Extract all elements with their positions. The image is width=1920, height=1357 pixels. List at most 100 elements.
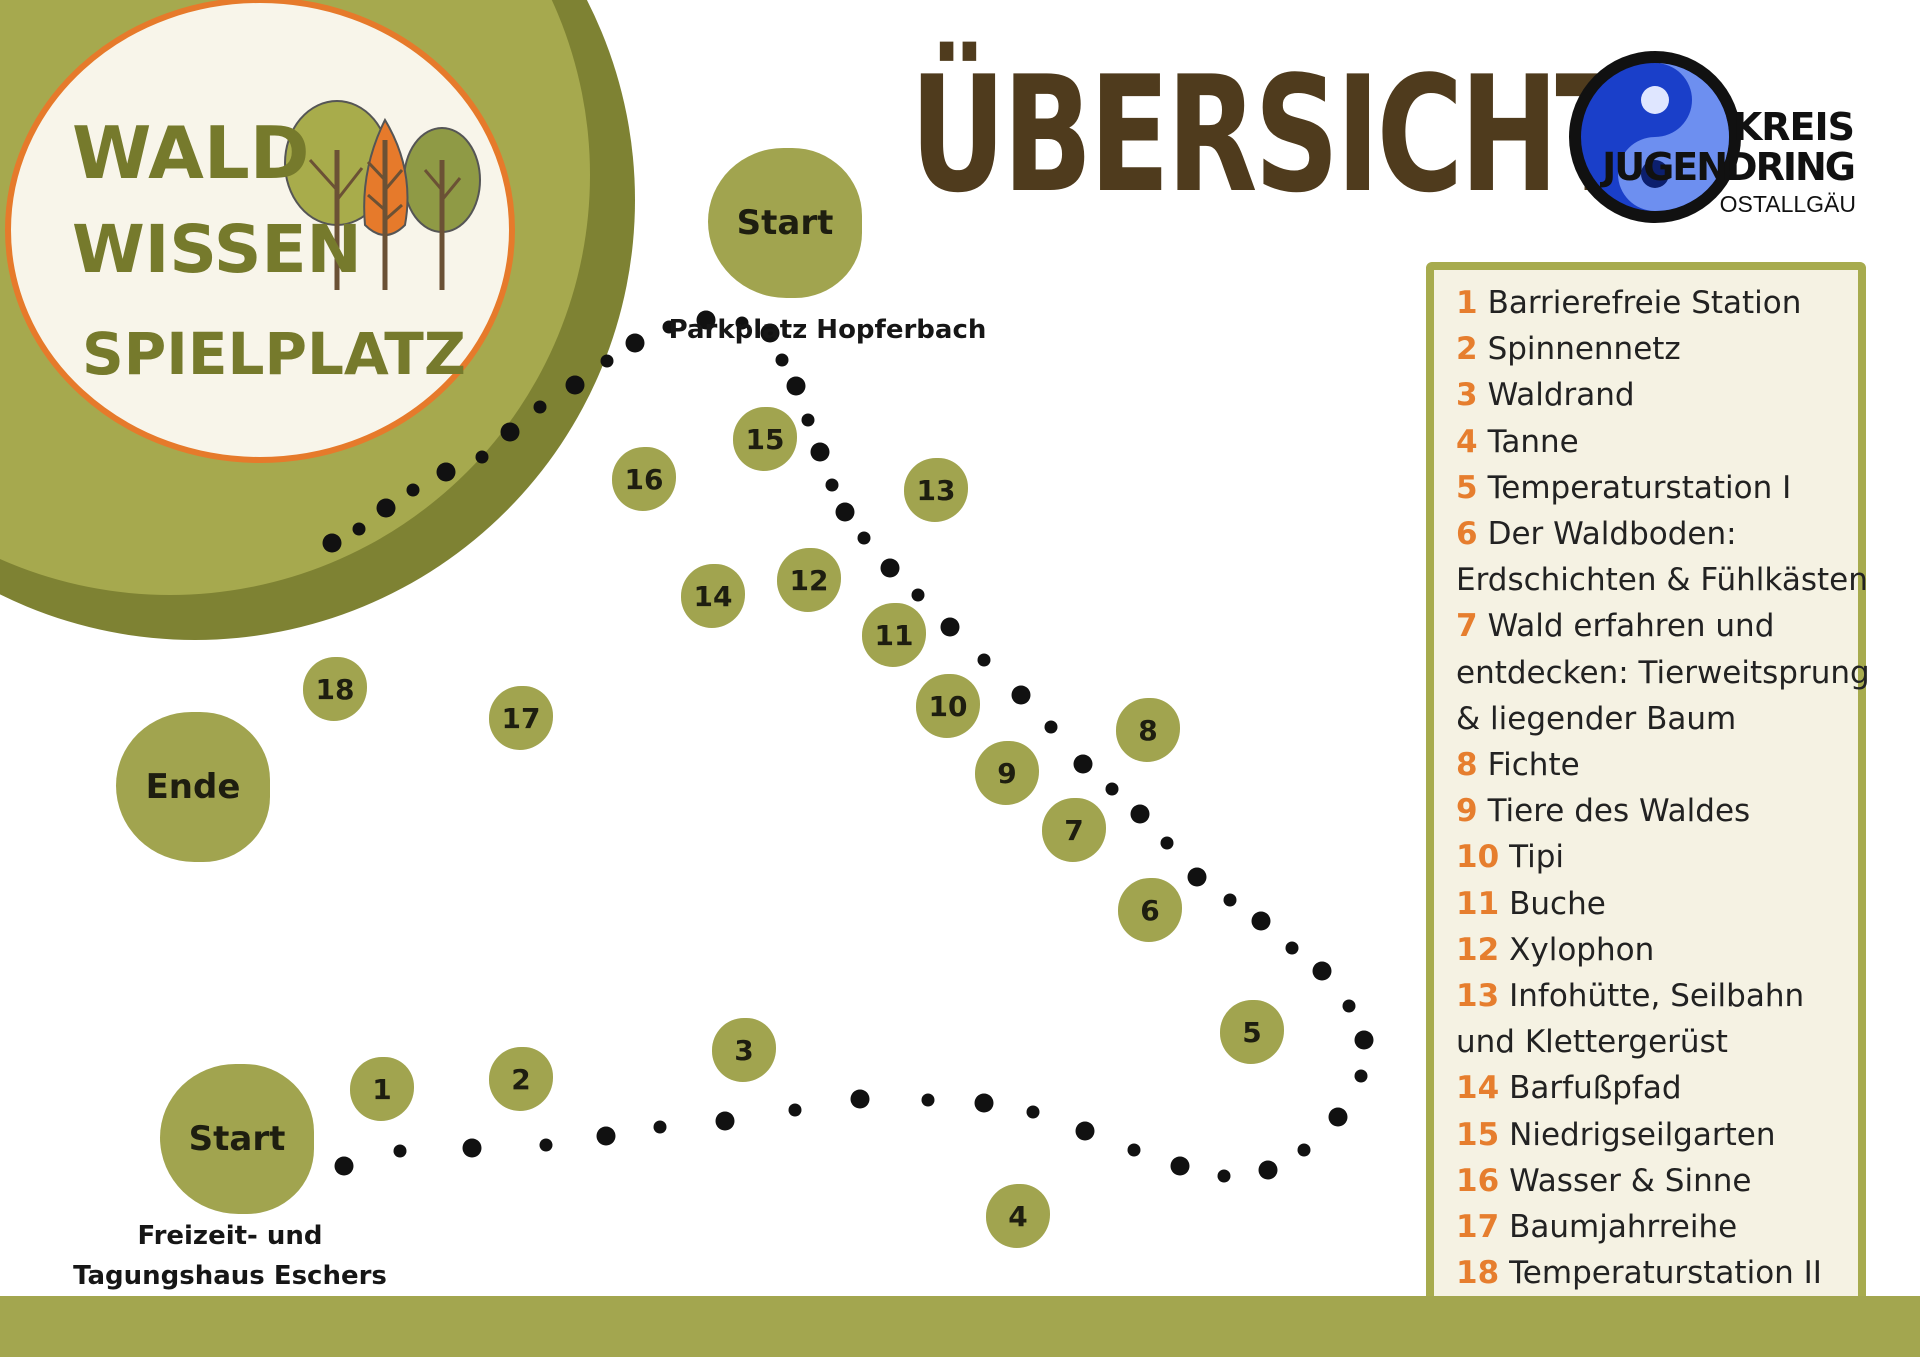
station-number: 17 bbox=[501, 701, 541, 735]
route-dot bbox=[322, 533, 342, 553]
bottom-band bbox=[0, 1296, 1920, 1357]
route-dot bbox=[1044, 720, 1058, 734]
logo-line-3: SPIELPLATZ bbox=[82, 320, 466, 388]
station-number: 3 bbox=[734, 1033, 754, 1067]
route-dot bbox=[596, 1126, 616, 1146]
station-17[interactable]: 17 bbox=[489, 686, 553, 750]
route-dot bbox=[788, 1103, 802, 1117]
route-dot bbox=[911, 588, 925, 602]
route-dot bbox=[735, 316, 749, 330]
station-number: 4 bbox=[1008, 1199, 1028, 1233]
route-dot bbox=[857, 531, 871, 545]
legend-text: Temperaturstation II bbox=[1509, 1255, 1822, 1292]
route-dot bbox=[1328, 1107, 1348, 1127]
route-dot bbox=[393, 1144, 407, 1158]
legend-number: 10 bbox=[1456, 839, 1500, 876]
start-top-caption: Parkplatz Hopferbach bbox=[668, 315, 987, 345]
route-dot bbox=[1312, 961, 1332, 981]
station-number: 2 bbox=[511, 1062, 531, 1096]
station-18[interactable]: 18 bbox=[303, 657, 367, 721]
station-11[interactable]: 11 bbox=[862, 603, 926, 667]
route-dot bbox=[921, 1093, 935, 1107]
start-bottom-label: Start bbox=[188, 1119, 286, 1159]
station-number: 16 bbox=[624, 462, 664, 496]
route-dot bbox=[825, 478, 839, 492]
route-dot bbox=[1258, 1160, 1278, 1180]
route-path bbox=[322, 310, 1374, 1183]
legend-number: 17 bbox=[1456, 1209, 1500, 1246]
trees-icon bbox=[284, 100, 481, 290]
legend-number: 6 bbox=[1456, 516, 1478, 553]
end-label: Ende bbox=[145, 767, 241, 807]
route-dot bbox=[500, 422, 520, 442]
station-12[interactable]: 12 bbox=[777, 548, 841, 612]
route-dot bbox=[775, 353, 789, 367]
route-dot bbox=[1075, 1121, 1095, 1141]
legend-number: 5 bbox=[1456, 469, 1478, 506]
station-number: 12 bbox=[789, 563, 829, 597]
legend-text: Spinnennetz bbox=[1487, 331, 1681, 368]
route-dot bbox=[1170, 1156, 1190, 1176]
station-16[interactable]: 16 bbox=[612, 447, 676, 511]
legend-text: Der Waldboden: Erdschichten & Fühlkästen bbox=[1456, 516, 1868, 599]
route-dot bbox=[880, 558, 900, 578]
station-10[interactable]: 10 bbox=[916, 674, 980, 738]
station-number: 7 bbox=[1064, 813, 1084, 847]
legend-text: Tipi bbox=[1509, 839, 1565, 876]
station-15[interactable]: 15 bbox=[733, 407, 797, 471]
route-dot bbox=[662, 320, 676, 334]
station-3[interactable]: 3 bbox=[712, 1018, 776, 1082]
station-6[interactable]: 6 bbox=[1118, 878, 1182, 942]
legend-number: 11 bbox=[1456, 885, 1500, 922]
start-bottom-caption: Freizeit- und Tagungshaus Eschers bbox=[50, 1216, 410, 1296]
page-title: ÜBERSICHT bbox=[910, 41, 1636, 228]
station-number: 11 bbox=[874, 618, 914, 652]
legend-text: Wasser & Sinne bbox=[1509, 1162, 1752, 1199]
route-dot bbox=[1285, 941, 1299, 955]
station-number: 5 bbox=[1242, 1015, 1262, 1049]
route-dot bbox=[715, 1111, 735, 1131]
station-2[interactable]: 2 bbox=[489, 1047, 553, 1111]
route-dot bbox=[835, 502, 855, 522]
station-4[interactable]: 4 bbox=[986, 1184, 1050, 1248]
kjr-swirl-icon bbox=[1569, 51, 1741, 223]
route-dot bbox=[1217, 1169, 1231, 1183]
station-7[interactable]: 7 bbox=[1042, 798, 1106, 862]
start-marker-bottom[interactable]: Start bbox=[160, 1064, 314, 1214]
route-dot bbox=[696, 310, 716, 330]
route-dot bbox=[600, 354, 614, 368]
station-9[interactable]: 9 bbox=[975, 741, 1039, 805]
station-8[interactable]: 8 bbox=[1116, 698, 1180, 762]
end-marker[interactable]: Ende bbox=[116, 712, 270, 862]
route-dot bbox=[533, 400, 547, 414]
station-5[interactable]: 5 bbox=[1220, 1000, 1284, 1064]
station-13[interactable]: 13 bbox=[904, 458, 968, 522]
legend-text: Waldrand bbox=[1487, 377, 1635, 414]
legend-text: Fichte bbox=[1487, 747, 1580, 784]
station-1[interactable]: 1 bbox=[350, 1057, 414, 1121]
route-dot bbox=[539, 1138, 553, 1152]
legend-text: Niedrigseilgarten bbox=[1509, 1116, 1776, 1153]
start-bottom-caption-line2: Tagungshaus Eschers bbox=[73, 1261, 387, 1291]
route-dot bbox=[940, 617, 960, 637]
route-dot bbox=[810, 442, 830, 462]
station-14[interactable]: 14 bbox=[681, 564, 745, 628]
start-marker-top[interactable]: Start bbox=[708, 148, 862, 298]
legend-number: 7 bbox=[1456, 608, 1478, 645]
legend-text: Xylophon bbox=[1509, 931, 1655, 968]
legend-text: Temperaturstation I bbox=[1487, 469, 1792, 506]
route-dot bbox=[1026, 1105, 1040, 1119]
